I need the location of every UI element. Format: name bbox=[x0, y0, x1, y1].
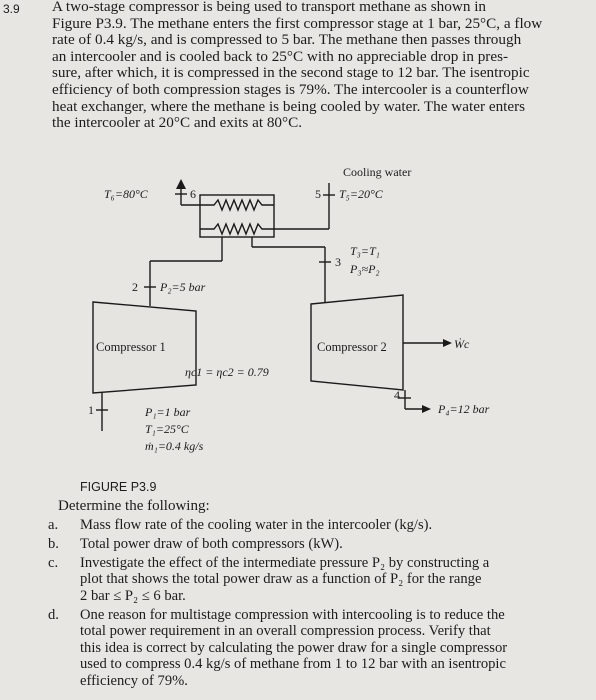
p2-label: P₂=5 bar bbox=[160, 280, 206, 294]
intro-line: Figure P3.9. The methane enters the firs… bbox=[52, 14, 543, 32]
question-line: Total power draw of both compressors (kW… bbox=[80, 536, 343, 552]
intercooler-box bbox=[199, 194, 275, 238]
t3-label: T₃=T₁ bbox=[350, 244, 380, 258]
compressor-1 bbox=[92, 301, 197, 394]
compressor-2 bbox=[310, 294, 404, 391]
intro-line: an intercooler and is cooled back to 25°… bbox=[52, 47, 509, 65]
intro-line: rate of 0.4 kg/s, and is compressed to 5… bbox=[52, 31, 522, 49]
p1-label: P₁=1 bar bbox=[145, 405, 191, 419]
state-4-label: 4 bbox=[394, 388, 400, 402]
state-3-label: 3 bbox=[335, 255, 341, 269]
compressor-1-label: Compressor 1 bbox=[96, 340, 166, 354]
question-marker: a. bbox=[48, 517, 59, 533]
question-marker: d. bbox=[48, 607, 59, 623]
intro-line: heat exchanger, where the methane is bei… bbox=[52, 97, 526, 115]
intro-line: the intercooler at 20°C and exits at 80°… bbox=[52, 114, 303, 132]
power-label: Ẇc bbox=[454, 337, 470, 351]
question-marker: b. bbox=[48, 536, 59, 552]
question-line: this idea is correct by calculating the … bbox=[80, 639, 508, 656]
intro-line: A two-stage compressor is being used to … bbox=[52, 0, 487, 15]
question-line: used to compress 0.4 kg/s of methane fro… bbox=[80, 656, 506, 673]
question-line: plot that shows the total power draw as … bbox=[80, 571, 482, 588]
question-marker: c. bbox=[48, 555, 59, 571]
question-line: 2 bar ≤ P₂ ≤ 6 bar. bbox=[80, 587, 186, 604]
p3-label: P₃≈P₂ bbox=[350, 262, 380, 276]
question-line: One reason for multistage compression wi… bbox=[80, 607, 505, 623]
mass-flow-label: ṁ₁=0.4 kg/s bbox=[145, 439, 204, 453]
intro-line: sure, after which, it is compressed in t… bbox=[52, 64, 530, 82]
t5-label: T₅=20°C bbox=[339, 187, 383, 201]
problem-statement: A two-stage compressor is being used to … bbox=[52, 0, 587, 132]
figure-caption: FIGURE P3.9 bbox=[80, 480, 157, 494]
question-line: efficiency of 79%. bbox=[80, 672, 188, 689]
t1-label: T₁=25°C bbox=[145, 422, 189, 436]
arrow-water-out bbox=[176, 179, 186, 189]
state-6-label: 6 bbox=[190, 187, 196, 201]
state-1-label: 1 bbox=[88, 403, 94, 417]
arrow-power bbox=[443, 339, 452, 347]
t6-label: T₆=80°C bbox=[104, 187, 148, 201]
intercooler-coil-top bbox=[200, 198, 274, 212]
efficiency-label: ηc1 = ηc2 = 0.79 bbox=[185, 365, 269, 379]
questions-heading: Determine the following: bbox=[58, 498, 210, 514]
arrow-outlet bbox=[422, 405, 431, 413]
intercooler-coil-bottom bbox=[200, 222, 274, 236]
question-line: total power requirement in an overall co… bbox=[80, 623, 491, 640]
compressor-2-label: Compressor 2 bbox=[317, 340, 387, 354]
state-5-label: 5 bbox=[315, 187, 321, 201]
question-line: Mass flow rate of the cooling water in t… bbox=[80, 517, 433, 533]
p4-label: P₄=12 bar bbox=[438, 402, 490, 416]
cooling-water-label: Cooling water bbox=[343, 165, 412, 179]
problem-number: 3.9 bbox=[3, 2, 20, 16]
question-line: Investigate the effect of the intermedia… bbox=[80, 555, 490, 571]
state-2-label: 2 bbox=[132, 280, 138, 294]
intro-line: efficiency of both compression stages is… bbox=[52, 80, 529, 98]
